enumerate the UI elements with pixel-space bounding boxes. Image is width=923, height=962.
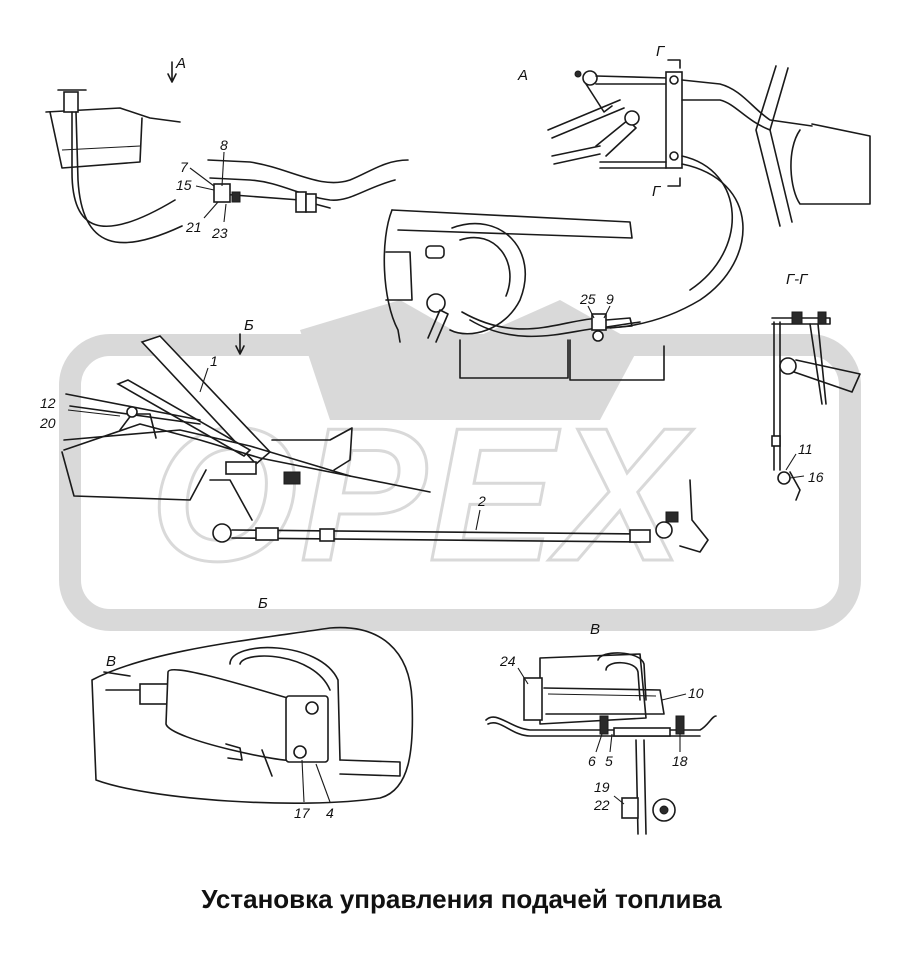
callout-24: 24 bbox=[499, 653, 516, 669]
view-b-arrow-label: Б bbox=[244, 317, 254, 334]
callout-7: 7 bbox=[180, 159, 189, 175]
view-a-label: А bbox=[517, 67, 528, 84]
watermark-triangle bbox=[300, 300, 640, 420]
callout-leaders bbox=[67, 151, 805, 805]
view-b: Б В bbox=[91, 595, 414, 804]
callout-15: 15 bbox=[176, 177, 192, 193]
callout-5: 5 bbox=[605, 753, 613, 769]
callout-20: 20 bbox=[39, 415, 56, 431]
section-g-bottom-label: Г bbox=[652, 183, 662, 200]
callout-8: 8 bbox=[220, 137, 228, 153]
callout-21: 21 bbox=[185, 219, 202, 235]
view-a-left: А bbox=[45, 55, 409, 244]
callout-19: 19 bbox=[594, 779, 610, 795]
main-view: Б bbox=[61, 317, 709, 553]
callouts: 1 2 4 5 6 7 8 9 10 11 12 15 16 17 18 19 … bbox=[39, 137, 824, 821]
callout-9: 9 bbox=[606, 291, 614, 307]
callout-22: 22 bbox=[593, 797, 610, 813]
view-b-label: Б bbox=[258, 595, 268, 612]
view-a-arrow-label: А bbox=[175, 55, 186, 72]
callout-12: 12 bbox=[40, 395, 56, 411]
callout-11: 11 bbox=[798, 441, 813, 457]
callout-4: 4 bbox=[326, 805, 334, 821]
figure-caption: Установка управления подачей топлива bbox=[201, 884, 722, 914]
callout-23: 23 bbox=[211, 225, 228, 241]
floor-center bbox=[383, 209, 665, 381]
callout-2: 2 bbox=[477, 493, 486, 509]
view-v-label: В bbox=[590, 621, 600, 638]
view-v-arrow-label: В bbox=[106, 653, 116, 670]
callout-10: 10 bbox=[688, 685, 704, 701]
callout-25: 25 bbox=[579, 291, 596, 307]
section-gg-label: Г-Г bbox=[786, 271, 809, 288]
callout-6: 6 bbox=[588, 753, 596, 769]
callout-1: 1 bbox=[210, 353, 218, 369]
view-v: В bbox=[485, 621, 717, 835]
callout-17: 17 bbox=[294, 805, 311, 821]
callout-16: 16 bbox=[808, 469, 824, 485]
section-g-top-label: Г bbox=[656, 43, 666, 60]
callout-18: 18 bbox=[672, 753, 688, 769]
view-a-right: А Г Г bbox=[517, 43, 871, 329]
